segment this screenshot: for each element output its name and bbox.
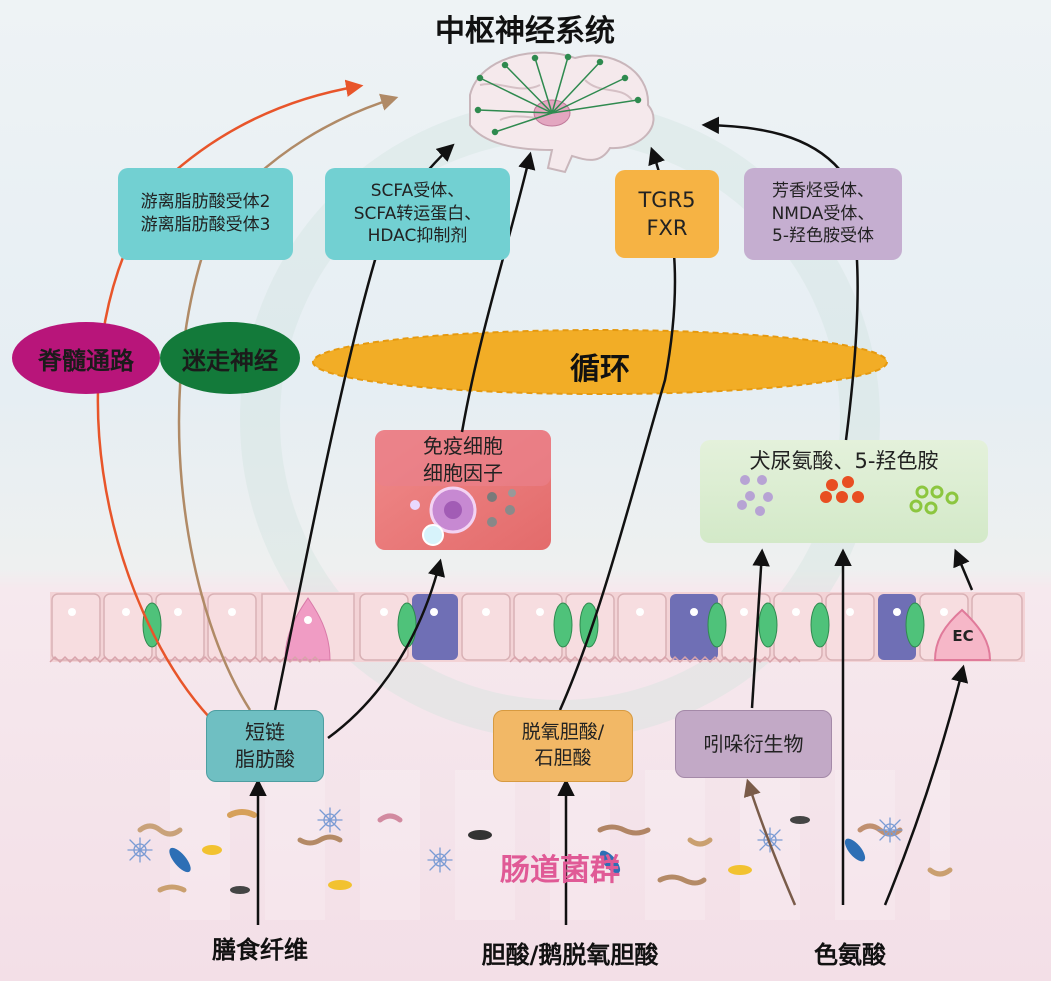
tgr5-fxr-box: TGR5 FXR <box>615 170 719 258</box>
gut-microbiota-label: 肠道菌群 <box>500 853 620 888</box>
aromatic-receptor-box: 芳香烃受体、 NMDA受体、 5-羟色胺受体 <box>744 168 902 260</box>
intestinal-epithelium <box>49 592 1025 664</box>
scfa-box: 短链 脂肪酸 <box>206 710 324 782</box>
tryptophan-label: 色氨酸 <box>814 941 886 969</box>
ffar-box: 游离脂肪酸受体2 游离脂肪酸受体3 <box>118 168 293 260</box>
immune-cells-label: 免疫细胞 细胞因子 <box>423 434 503 485</box>
serotonin-dots-green <box>909 485 959 515</box>
cns-title: 中枢神经系统 <box>435 14 615 49</box>
spinal-pathway-label: 脊髓通路 <box>38 347 134 375</box>
vagus-arrow <box>177 93 399 711</box>
ec-to-kyn-arrow <box>953 548 974 591</box>
dietary-fiber-label: 膳食纤维 <box>212 936 308 964</box>
brain-illustration <box>469 51 655 174</box>
kynurenine-label: 犬尿氨酸、5-羟色胺 <box>749 448 939 473</box>
bile-acid-label: 胆酸/鹅脱氧胆酸 <box>481 941 659 969</box>
immune-to-cns-arrow <box>460 151 536 433</box>
bile-product-box: 脱氧胆酸/ 石胆酸 <box>493 710 633 782</box>
trp-to-ec-arrow <box>883 664 969 906</box>
ec-cell-label: EC <box>952 627 974 645</box>
indole-box: 吲哚衍生物 <box>675 710 832 778</box>
kynurenine-dots <box>737 475 773 516</box>
circulation-ellipse <box>312 329 888 395</box>
vagus-nerve-label: 迷走神经 <box>182 347 278 375</box>
vagus-oval <box>160 322 300 394</box>
circulation-label: 循环 <box>570 352 630 387</box>
spinal-arrow <box>96 79 364 719</box>
trp-to-indole-arrow <box>743 778 797 906</box>
microbiota-bacteria <box>127 807 953 894</box>
indole-to-kyn-arrow <box>750 548 770 709</box>
immune-cell-icons <box>410 486 516 546</box>
serotonin-dots-red <box>820 476 864 503</box>
scfa-to-immune-arrow <box>327 558 445 740</box>
scfa-receptor-box: SCFA受体、 SCFA转运蛋白、 HDAC抑制剂 <box>325 168 510 260</box>
spinal-oval <box>12 322 160 394</box>
